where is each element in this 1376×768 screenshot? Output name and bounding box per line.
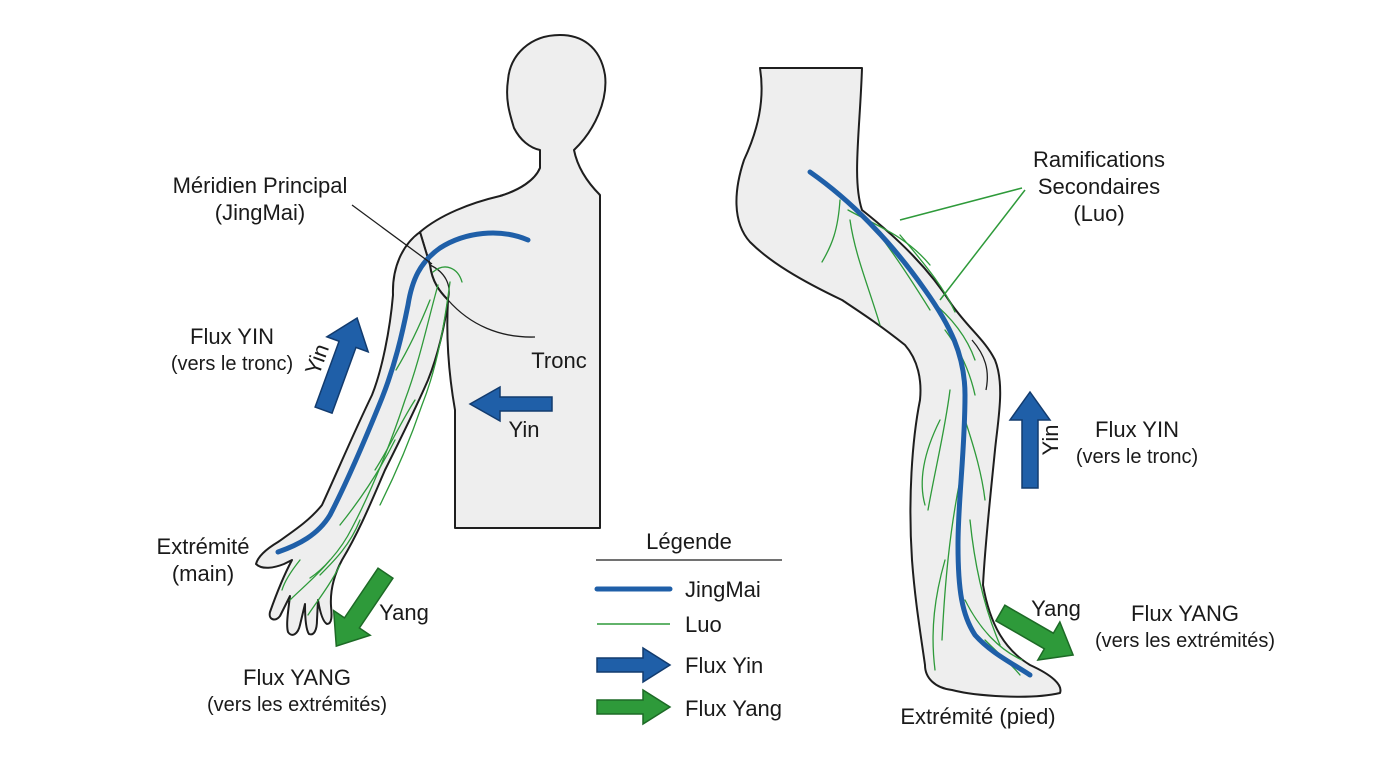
yang-arrow-hand: [332, 567, 394, 648]
leg-figure: [735, 67, 1062, 698]
flux-yin-right-sub: (vers le tronc): [1076, 446, 1198, 468]
flux-yin-right-title: Flux YIN: [1095, 417, 1179, 442]
flux-yang-left-sub: (vers les extrémités): [207, 694, 387, 716]
meridien-label-line1: Méridien Principal: [173, 173, 348, 198]
leg-silhouette: [735, 67, 1062, 698]
legend-jingmai-label: JingMai: [685, 577, 761, 602]
legend-flux-yin-label: Flux Yin: [685, 653, 763, 678]
yin-arrow-arm: [314, 316, 370, 415]
yin-arrow-torso: [468, 385, 553, 423]
ramif-label-line2: Secondaires: [1038, 174, 1160, 199]
flux-yang-right-sub: (vers les extrémités): [1095, 630, 1275, 652]
yin-arrow-leg: [1008, 390, 1052, 489]
meridien-label-line2: (JingMai): [215, 200, 305, 225]
leg-luo-branches: [821, 199, 1023, 676]
legend-luo-label: Luo: [685, 612, 722, 637]
flux-yin-left-sub: (vers le tronc): [171, 353, 293, 375]
extremite-pied-label: Extrémité (pied): [900, 704, 1055, 729]
arm-silhouette: [255, 231, 449, 636]
yin-arrow-leg-label: Yin: [1038, 425, 1063, 456]
head-silhouette: [499, 34, 607, 197]
legend-title: Légende: [646, 529, 732, 554]
tronc-label: Tronc: [531, 348, 586, 373]
leg-jingmai-line: [807, 169, 1033, 678]
flux-yin-left-title: Flux YIN: [190, 324, 274, 349]
flux-yang-right-title: Flux YANG: [1131, 601, 1239, 626]
knee-line: [971, 339, 988, 391]
ramif-leader-line-2: [939, 189, 1026, 301]
flux-yang-left-title: Flux YANG: [243, 665, 351, 690]
arm-jingmai-line: [275, 230, 531, 555]
pectoral-line: [447, 299, 536, 338]
legend-flux-yin-swatch: [596, 646, 672, 684]
legend-flux-yang-swatch: [596, 688, 672, 726]
yin-arrow-torso-label: Yin: [509, 417, 540, 442]
yang-arrow-foot-label: Yang: [1031, 596, 1081, 621]
upper-body-figure: [255, 34, 607, 636]
legend-flux-yang-label: Flux Yang: [685, 696, 782, 721]
legend: Légende JingMai Luo Flux Yin Flux Yang: [594, 529, 782, 726]
yang-arrow-foot: [994, 604, 1075, 662]
ramif-leader-line-1: [899, 187, 1023, 221]
ramif-label-line3: (Luo): [1073, 201, 1124, 226]
extremite-main-line1: Extrémité: [157, 534, 250, 559]
yang-arrow-hand-label: Yang: [379, 600, 429, 625]
ramif-label-line1: Ramifications: [1033, 147, 1165, 172]
torso-silhouette: [419, 149, 601, 529]
extremite-main-line2: (main): [172, 561, 234, 586]
arm-luo-branches: [281, 266, 463, 616]
meridien-leader-line: [351, 204, 433, 265]
